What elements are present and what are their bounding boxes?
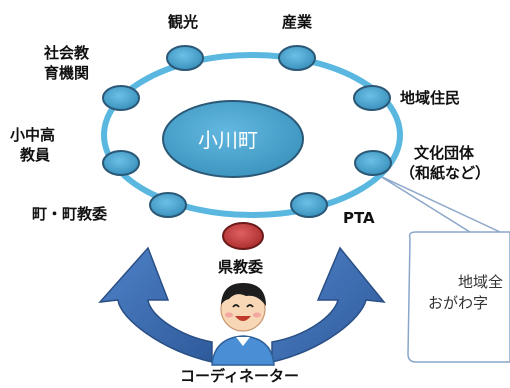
label-bunka-dantai-line1: 文化団体: [414, 144, 475, 162]
label-shakai-kyoiku-line2: 育機関: [44, 64, 90, 82]
label-sangyo: 産業: [282, 13, 313, 31]
label-machi-kyoi: 町・町教委: [32, 205, 108, 223]
label-chiiki-jumin: 地域住民: [400, 89, 461, 107]
prefecture-node: [222, 222, 264, 250]
node-shakai-kyoiku: [102, 85, 140, 111]
callout-bubble: [379, 175, 510, 363]
node-kanko: [166, 45, 204, 71]
node-machi-kyoi: [149, 192, 187, 218]
callout-line-2: おがわ字: [428, 294, 489, 312]
node-pta: [290, 192, 328, 218]
label-pta: PTA: [343, 209, 375, 227]
network-ring: [101, 52, 403, 218]
arrow-left: [98, 246, 213, 363]
prefecture-label: 県教委: [218, 258, 264, 276]
coordinator-person-icon: [211, 283, 275, 366]
node-bunka-dantai: [354, 150, 392, 176]
label-shochuko-line2: 教員: [20, 146, 51, 164]
node-shochuko: [102, 150, 140, 176]
coordinator-label: コーディネーター: [180, 367, 299, 385]
node-chiiki-jumin: [353, 85, 391, 111]
label-bunka-dantai-line2: （和紙など）: [400, 164, 491, 182]
label-shakai-kyoiku-line1: 社会教: [44, 44, 90, 62]
callout-line-1: 地域全: [458, 273, 504, 291]
center-label: 小川町: [198, 128, 258, 152]
center-hub: [162, 100, 304, 178]
label-kanko: 観光: [168, 13, 199, 31]
node-sangyo: [278, 45, 316, 71]
arrow-right: [271, 246, 386, 363]
label-shochuko-line1: 小中高: [10, 126, 56, 144]
